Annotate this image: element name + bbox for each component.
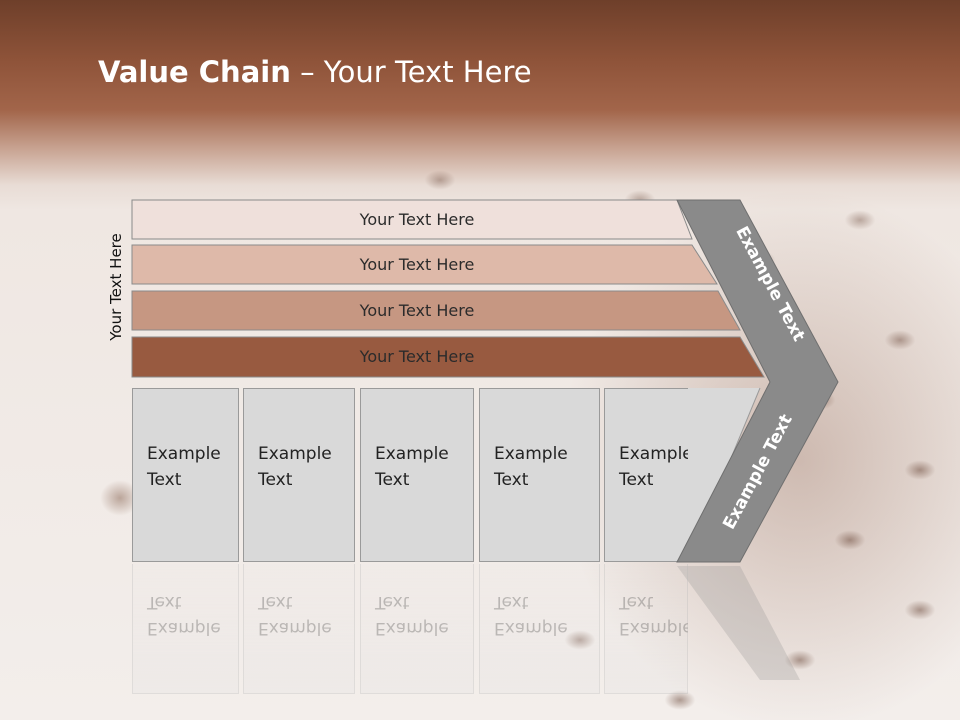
cell-3-line2: Text bbox=[375, 470, 410, 490]
cell-1-reflection-line1: Example bbox=[147, 618, 221, 638]
cell-5-reflection: Example Text bbox=[604, 564, 688, 694]
bar-4-label: Your Text Here bbox=[359, 347, 475, 366]
title-bold: Value Chain bbox=[98, 55, 291, 89]
cell-1-line2: Text bbox=[147, 470, 182, 490]
cell-2-reflection-line2: Text bbox=[258, 592, 293, 612]
cell-5[interactable]: Example Text bbox=[604, 388, 693, 562]
cell-3-line1: Example bbox=[375, 444, 449, 464]
cell-2-line1: Example bbox=[258, 444, 332, 464]
cell-5-reflection-line1: Example bbox=[619, 618, 688, 638]
slide-title[interactable]: Value Chain – Your Text Here bbox=[98, 55, 532, 89]
cell-4-reflection-line1: Example bbox=[494, 618, 568, 638]
cell-4-line2: Text bbox=[494, 470, 529, 490]
cell-2[interactable]: Example Text bbox=[243, 388, 355, 562]
cell-1-reflection-line2: Text bbox=[147, 592, 182, 612]
bar-2-label: Your Text Here bbox=[359, 255, 475, 274]
cell-1[interactable]: Example Text bbox=[132, 388, 239, 562]
cell-2-reflection: Example Text bbox=[243, 564, 355, 694]
cell-3-reflection-line1: Example bbox=[375, 618, 449, 638]
cell-4-reflection: Example Text bbox=[479, 564, 600, 694]
cell-3-reflection-line2: Text bbox=[375, 592, 410, 612]
title-rest: – Your Text Here bbox=[290, 55, 532, 89]
cell-2-reflection-line1: Example bbox=[258, 618, 332, 638]
cell-5-reflection-line2: Text bbox=[619, 592, 654, 612]
cell-4-reflection-line2: Text bbox=[494, 592, 529, 612]
cell-1-line1: Example bbox=[147, 444, 221, 464]
cell-3-reflection: Example Text bbox=[360, 564, 474, 694]
bar-3-label: Your Text Here bbox=[359, 301, 475, 320]
bar-1-label: Your Text Here bbox=[359, 210, 475, 229]
cell-2-line2: Text bbox=[258, 470, 293, 490]
cell-3[interactable]: Example Text bbox=[360, 388, 474, 562]
cell-1-reflection: Example Text bbox=[132, 564, 239, 694]
cell-5-line2: Text bbox=[619, 470, 654, 490]
cell-4-line1: Example bbox=[494, 444, 568, 464]
cell-4[interactable]: Example Text bbox=[479, 388, 600, 562]
cell-5-line1: Example bbox=[619, 444, 693, 464]
